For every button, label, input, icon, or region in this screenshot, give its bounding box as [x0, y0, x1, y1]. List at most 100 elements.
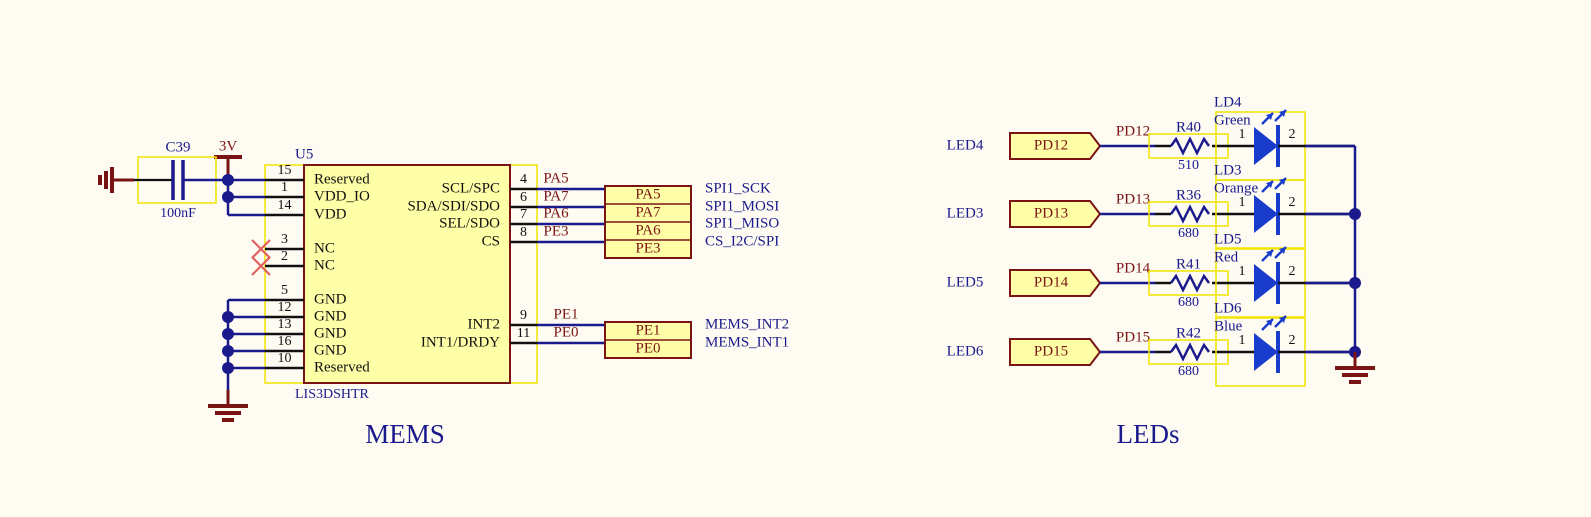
led-color-LD6: Blue	[1214, 318, 1243, 334]
led-pin-LD3-1: 1	[1239, 195, 1246, 210]
led-emit-head-LD4-b	[1279, 110, 1286, 117]
led-pin-LD4-1: 1	[1239, 127, 1246, 142]
u5-pin-number-8: 8	[520, 225, 527, 240]
u5-pin-number-10: 10	[278, 351, 292, 366]
led-row-label-led6: LED6	[947, 343, 984, 359]
u5-pin-name-11: INT1/DRDY	[421, 334, 500, 350]
signal-label-SPI1_MOSI: SPI1_MOSI	[705, 198, 779, 214]
net-name-PA6: PA6	[543, 205, 569, 221]
junction-gnd-a	[222, 311, 234, 323]
u5-nc-cross2-2	[251, 256, 271, 276]
led-color-LD5: Red	[1214, 249, 1239, 265]
port-label-PD12: PD12	[1034, 137, 1068, 153]
u5-pin-name-2: NC	[314, 257, 335, 273]
leds-title: LEDs	[1117, 419, 1180, 449]
net-block-label-PA7: PA7	[635, 204, 661, 220]
led-triangle-LD5	[1254, 264, 1278, 302]
led-emit-head-LD3-b	[1279, 178, 1286, 185]
led-designator-LD6: LD6	[1214, 300, 1242, 316]
led-emit-head-LD5-a	[1266, 250, 1273, 257]
led-triangle-LD6	[1254, 333, 1278, 371]
port-label-PD13: PD13	[1034, 205, 1068, 221]
u5-pin-name-1: VDD_IO	[314, 188, 370, 204]
u5-pin-number-12: 12	[278, 300, 292, 315]
led-pin-LD6-2: 2	[1289, 333, 1296, 348]
u5-pin-name-16: GND	[314, 342, 347, 358]
u5-body[interactable]	[303, 164, 511, 384]
u5-pin-name-8: CS	[482, 233, 500, 249]
net-name-PE1: PE1	[553, 306, 578, 322]
junction-gnd-b	[222, 328, 234, 340]
led-pin-LD5-2: 2	[1289, 264, 1296, 279]
u5-pin-number-5: 5	[281, 283, 288, 298]
port-led6[interactable]	[1009, 338, 1102, 366]
u5-pin-number-2: 2	[281, 249, 288, 264]
resistor-value-R40: 510	[1178, 158, 1199, 173]
u5-pin-name-13: GND	[314, 325, 347, 341]
led-pin-LD5-1: 1	[1239, 264, 1246, 279]
led-pin-LD3-2: 2	[1289, 195, 1296, 210]
u5-pin-number-15: 15	[278, 163, 292, 178]
net-name-PD15: PD15	[1116, 329, 1150, 345]
resistor-designator-R42: R42	[1176, 325, 1201, 341]
signal-label-SPI1_SCK: SPI1_SCK	[705, 180, 771, 196]
net-name-PD13: PD13	[1116, 191, 1150, 207]
led-emit-head-LD6-a	[1266, 319, 1273, 326]
port-label-PD15: PD15	[1034, 343, 1068, 359]
resistor-designator-R40: R40	[1176, 119, 1201, 135]
u5-pin-number-7: 7	[520, 207, 527, 222]
signal-label-SPI1_MISO: SPI1_MISO	[705, 215, 779, 231]
signal-label-MEMS_INT2: MEMS_INT2	[705, 316, 789, 332]
led-color-LD4: Green	[1214, 112, 1251, 128]
mems-title: MEMS	[365, 419, 445, 449]
junction-led-bus-2	[1349, 277, 1361, 289]
led-row-label-led4: LED4	[947, 137, 984, 153]
led-row-label-led5: LED5	[947, 274, 984, 290]
u5-pin-number-9: 9	[520, 308, 527, 323]
net-name-PE0: PE0	[553, 324, 578, 340]
port-led3[interactable]	[1009, 200, 1102, 228]
u5-pin-number-6: 6	[520, 190, 527, 205]
led-color-LD3: Orange	[1214, 180, 1258, 196]
u5-pin-number-3: 3	[281, 232, 288, 247]
c39-value: 100nF	[160, 206, 196, 221]
led-designator-LD4: LD4	[1214, 94, 1242, 110]
led-designator-LD3: LD3	[1214, 162, 1242, 178]
led-emit-head-LD5-b	[1279, 247, 1286, 254]
port-led4[interactable]	[1009, 132, 1102, 160]
u5-pin-name-3: NC	[314, 240, 335, 256]
net-block-label-PE1: PE1	[635, 322, 660, 338]
power-3v-label: 3V	[219, 138, 238, 154]
u5-part-name: LIS3DSHTR	[295, 387, 370, 402]
net-block-label-PA6: PA6	[635, 222, 661, 238]
u5-pin-number-13: 13	[278, 317, 292, 332]
port-led5[interactable]	[1009, 269, 1102, 297]
resistor-designator-R41: R41	[1176, 256, 1201, 272]
resistor-designator-R36: R36	[1176, 187, 1202, 203]
resistor-zigzag-R36	[1169, 204, 1211, 224]
net-name-PE3: PE3	[543, 223, 568, 239]
net-name-PD14: PD14	[1116, 260, 1151, 276]
u5-designator: U5	[295, 146, 313, 162]
led-pin-LD4-2: 2	[1289, 127, 1296, 142]
led-emit-head-LD3-a	[1266, 181, 1273, 188]
u5-pin-name-7: SEL/SDO	[439, 215, 500, 231]
u5-pin-name-14: VDD	[314, 206, 347, 222]
resistor-zigzag-R42	[1169, 342, 1211, 362]
led-emit-head-LD4-a	[1266, 113, 1273, 120]
resistor-value-R41: 680	[1178, 295, 1199, 310]
u5-pin-name-12: GND	[314, 308, 347, 324]
led-row-label-led3: LED3	[947, 205, 984, 221]
u5-pin-number-4: 4	[520, 172, 527, 187]
u5-pin-number-14: 14	[278, 198, 292, 213]
led-triangle-LD3	[1254, 195, 1278, 233]
resistor-value-R42: 680	[1178, 364, 1199, 379]
resistor-zigzag-R41	[1169, 273, 1211, 293]
u5-pin-name-6: SDA/SDI/SDO	[407, 198, 500, 214]
led-designator-LD5: LD5	[1214, 231, 1242, 247]
u5-pin-name-10: Reserved	[314, 359, 370, 375]
net-block-label-PE0: PE0	[635, 340, 660, 356]
signal-label-MEMS_INT1: MEMS_INT1	[705, 334, 789, 350]
resistor-zigzag-R40	[1169, 136, 1211, 156]
